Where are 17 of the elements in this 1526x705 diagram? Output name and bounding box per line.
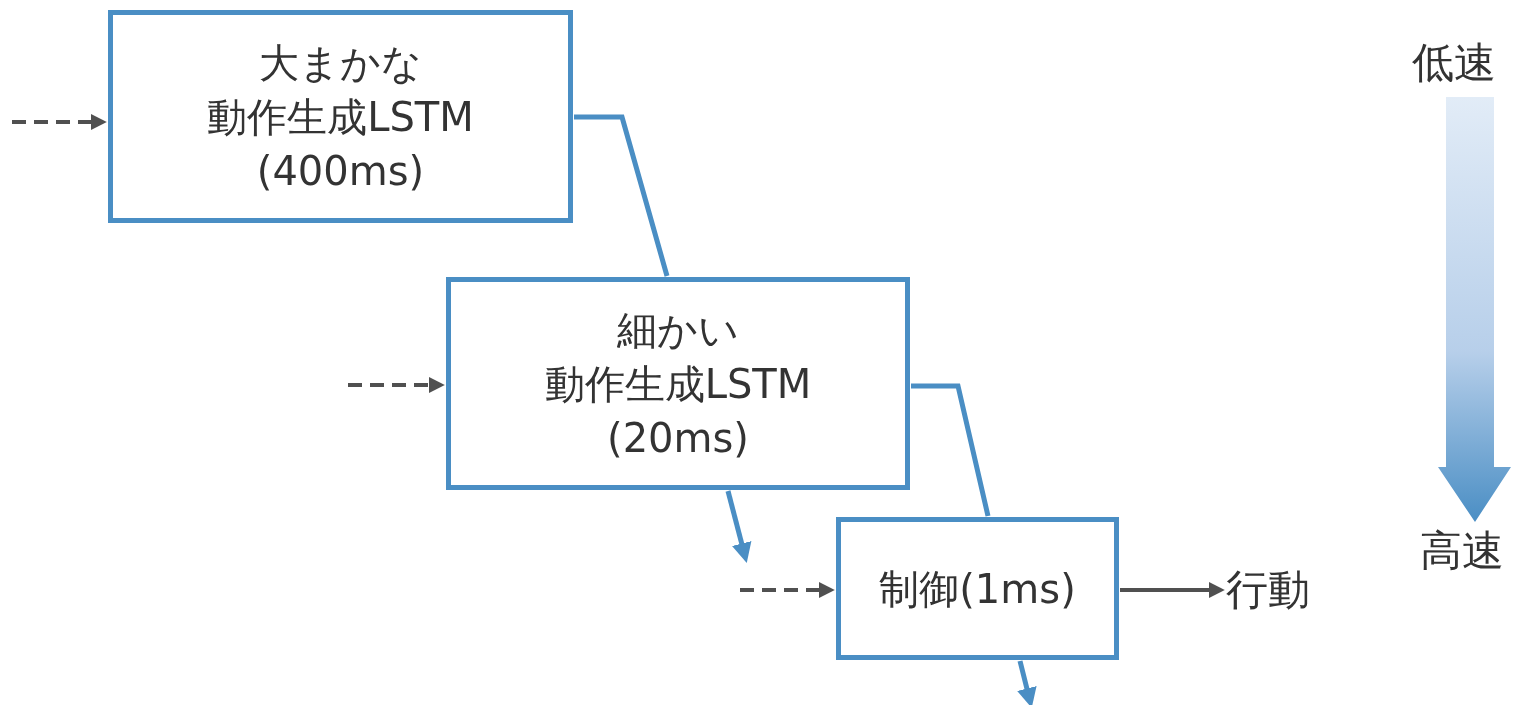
speed-label: 高速 xyxy=(1420,526,1504,576)
connector-line xyxy=(911,383,991,517)
speed-label: 低速 xyxy=(1412,38,1496,88)
box-label: 細かい動作生成LSTM (20ms) xyxy=(543,305,813,463)
arrow xyxy=(348,377,445,393)
box-label: 大まかな動作生成LSTM (400ms) xyxy=(206,38,475,196)
connector-line xyxy=(574,114,670,277)
arrow xyxy=(740,582,835,598)
arrow xyxy=(12,114,107,130)
process-box xyxy=(108,10,573,223)
arrow xyxy=(725,490,752,563)
process-box xyxy=(836,517,1119,660)
output-label: 行動 xyxy=(1226,565,1310,615)
process-box xyxy=(446,277,910,490)
box-label: 制御(1ms) xyxy=(878,564,1077,614)
arrow xyxy=(1017,660,1037,705)
arrow xyxy=(1120,582,1225,598)
